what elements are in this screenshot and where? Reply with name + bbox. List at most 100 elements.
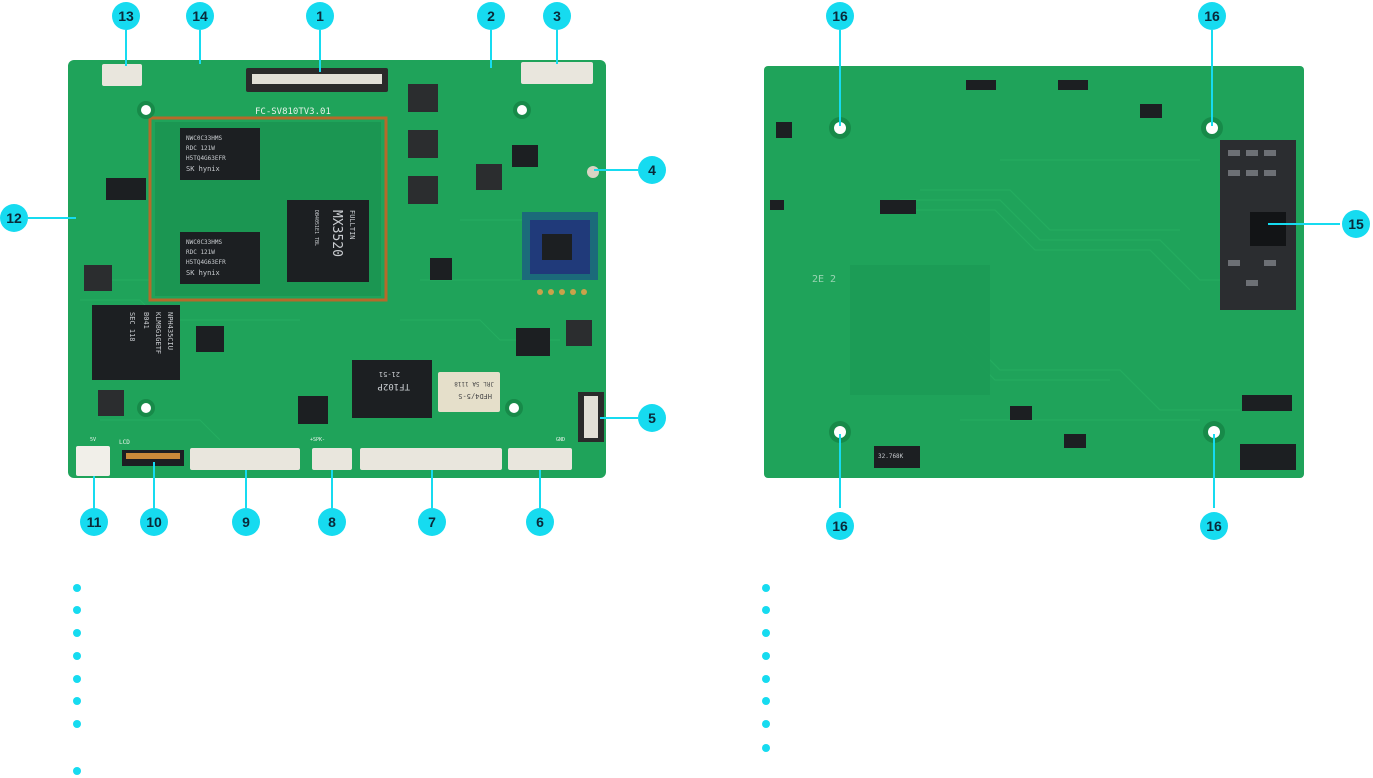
- svg-text:6: 6: [536, 514, 544, 530]
- callout-6: 6: [526, 508, 554, 536]
- connector-3: [521, 62, 593, 84]
- relay: JRL 5A 1118 HFD4/5-S: [438, 372, 500, 412]
- svg-text:NWC0C33HMS: NWC0C33HMS: [186, 239, 223, 246]
- callout-8: 8: [318, 508, 346, 536]
- list-item-bullet: [73, 697, 81, 705]
- svg-text:KLM8G1GETF: KLM8G1GETF: [154, 312, 162, 354]
- list-item-bullet: [762, 744, 770, 752]
- svg-text:JRL 5A 1118: JRL 5A 1118: [454, 380, 494, 387]
- svg-text:9: 9: [242, 514, 250, 530]
- connector-7: [360, 448, 502, 470]
- bga-pattern: [850, 265, 990, 395]
- svg-text:8: 8: [328, 514, 336, 530]
- callout-13: 13: [112, 2, 140, 30]
- svg-text:32.768K: 32.768K: [878, 453, 904, 460]
- back-mark: 2E 2: [812, 274, 836, 285]
- connector-6: [508, 448, 572, 470]
- left-bullet-list: [73, 584, 81, 775]
- board-id: FC-SV810TV3.01: [255, 107, 331, 117]
- back-board: 32.768K 2E 2: [764, 66, 1304, 478]
- callout-5: 5: [638, 404, 666, 432]
- svg-text:RDC 121W: RDC 121W: [186, 145, 215, 152]
- svg-text:3: 3: [553, 8, 561, 24]
- list-item-bullet: [762, 606, 770, 614]
- svg-text:16: 16: [1206, 518, 1222, 534]
- svg-text:RDC 121W: RDC 121W: [186, 249, 215, 256]
- callout-9: 9: [232, 508, 260, 536]
- soc-chip: FULLTIN MX3520 DB4051E1 TBL: [287, 200, 369, 282]
- svg-text:7: 7: [428, 514, 436, 530]
- svg-text:HFD4/5-S: HFD4/5-S: [458, 392, 492, 400]
- emmc-chip: NPH435CIU KLM8G1GETF B041 SEC 118: [92, 305, 180, 380]
- svg-text:16: 16: [832, 8, 848, 24]
- list-item-bullet: [73, 652, 81, 660]
- callout-14: 14: [186, 2, 214, 30]
- antenna-connector: [587, 166, 599, 178]
- svg-text:DB4051E1 TBL: DB4051E1 TBL: [313, 210, 319, 246]
- connector-11: [76, 446, 110, 476]
- callout-16-top-left: 16: [826, 2, 854, 30]
- svg-text:21-51: 21-51: [379, 370, 400, 378]
- svg-text:11: 11: [87, 514, 102, 530]
- svg-text:4: 4: [648, 162, 656, 178]
- svg-text:5: 5: [648, 410, 656, 426]
- list-item-bullet: [73, 675, 81, 683]
- callout-1: 1: [306, 2, 334, 30]
- lcd-label: LCD: [119, 439, 130, 446]
- svg-text:NWC0C33HMS: NWC0C33HMS: [186, 135, 223, 142]
- list-item-bullet: [73, 720, 81, 728]
- connector-13: [102, 64, 142, 86]
- back-traces: [860, 159, 1240, 421]
- list-item-bullet: [73, 606, 81, 614]
- list-item-bullet: [762, 675, 770, 683]
- svg-text:15: 15: [1348, 216, 1364, 232]
- front-board: NWC0C33HMS RDC 121W H5TQ4G63EFR SK hynix…: [68, 60, 606, 478]
- back-small-parts: [770, 80, 1296, 470]
- callout-10: 10: [140, 508, 168, 536]
- spk-label: +SPK-: [310, 437, 325, 443]
- svg-text:2: 2: [487, 8, 495, 24]
- callout-16-top-right: 16: [1198, 2, 1226, 30]
- svg-text:16: 16: [1204, 8, 1220, 24]
- small-ics: [106, 145, 550, 424]
- list-item-bullet: [762, 697, 770, 705]
- list-item-bullet: [762, 584, 770, 592]
- callout-11: 11: [80, 508, 108, 536]
- list-item-bullet: [762, 652, 770, 660]
- list-item-bullet: [73, 767, 81, 775]
- callout-lines: [28, 30, 1340, 508]
- callout-16-bottom-right: 16: [1200, 512, 1228, 540]
- ethernet-transformer: 21-51 TF102P: [352, 360, 432, 418]
- svg-text:H5TQ4G63EFR: H5TQ4G63EFR: [186, 259, 226, 266]
- svg-text:B041: B041: [142, 312, 150, 329]
- back-mounting-holes: [829, 117, 1225, 443]
- wifi-module: [522, 212, 598, 295]
- svg-text:TF102P: TF102P: [377, 381, 410, 391]
- callout-3: 3: [543, 2, 571, 30]
- list-item-bullet: [762, 629, 770, 637]
- callout-7: 7: [418, 508, 446, 536]
- svg-text:1: 1: [316, 8, 324, 24]
- svg-text:12: 12: [6, 210, 22, 226]
- svg-text:SEC 118: SEC 118: [128, 312, 136, 342]
- list-item-bullet: [73, 584, 81, 592]
- front-mounting-holes: [137, 101, 531, 417]
- right-bullet-list: [762, 584, 770, 752]
- rtc-crystal: 32.768K: [874, 446, 920, 468]
- power-inductors: [84, 84, 592, 416]
- list-item-bullet: [73, 629, 81, 637]
- callout-16-bottom-left: 16: [826, 512, 854, 540]
- svg-text:FULLTIN: FULLTIN: [348, 210, 356, 240]
- svg-text:16: 16: [832, 518, 848, 534]
- rst-label: 5V: [90, 437, 96, 443]
- callout-12: 12: [0, 204, 28, 232]
- connector-9: [190, 448, 300, 470]
- connector-8: [312, 448, 352, 470]
- svg-text:13: 13: [118, 8, 134, 24]
- ram-chip-1: NWC0C33HMS RDC 121W H5TQ4G63EFR SK hynix: [180, 128, 260, 180]
- gnd-label: GND: [556, 437, 565, 443]
- core-module-outline: [148, 116, 388, 302]
- svg-text:14: 14: [192, 8, 208, 24]
- svg-text:SK hynix: SK hynix: [186, 269, 220, 277]
- callout-2: 2: [477, 2, 505, 30]
